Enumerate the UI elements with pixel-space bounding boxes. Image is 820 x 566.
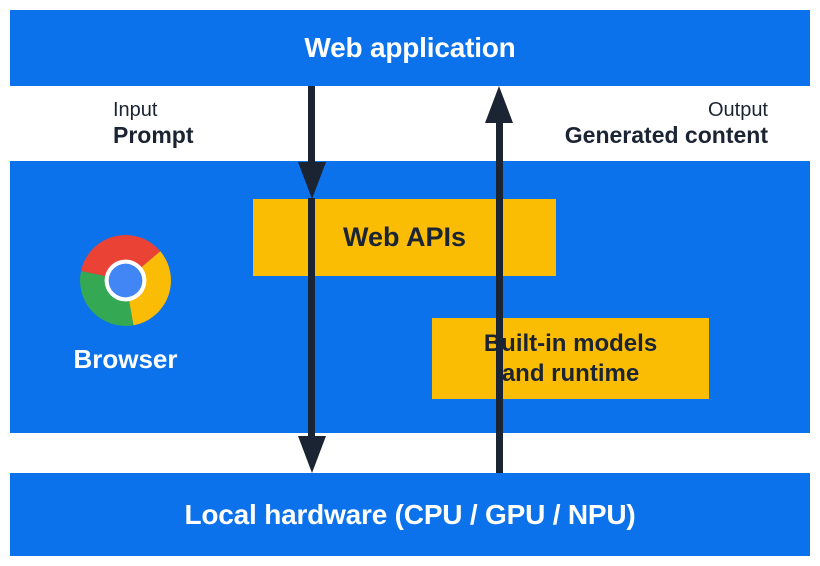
arrowhead-up-icon [485,86,513,123]
input-kind-label: Input [113,99,158,121]
output-flow-label: Output Generated content [565,98,768,149]
input-arrow-line-upper [308,86,315,164]
web-application-bar: Web application [10,10,810,86]
input-flow-label: Input Prompt [113,98,194,149]
web-application-label: Web application [304,32,516,63]
web-apis-label: Web APIs [342,222,467,252]
output-value-label: Generated content [564,122,768,148]
arrowhead-down-icon [298,162,326,199]
local-hardware-bar: Local hardware (CPU / GPU / NPU) [10,473,810,556]
builtin-models-label-line2: and runtime [501,359,640,387]
local-hardware-label: Local hardware (CPU / GPU / NPU) [184,498,636,530]
output-kind-label: Output [707,99,768,121]
builtin-models-box: Built-in models and runtime [432,318,709,399]
input-arrow-line-lower [308,198,315,438]
input-value-label: Prompt [113,122,194,148]
browser-label: Browser [73,344,178,374]
chrome-logo-icon [80,235,171,326]
web-apis-box: Web APIs [253,199,556,276]
output-arrow-line [496,122,503,473]
arrowhead-down-icon [298,436,326,473]
builtin-models-label-line1: Built-in models [483,329,658,357]
